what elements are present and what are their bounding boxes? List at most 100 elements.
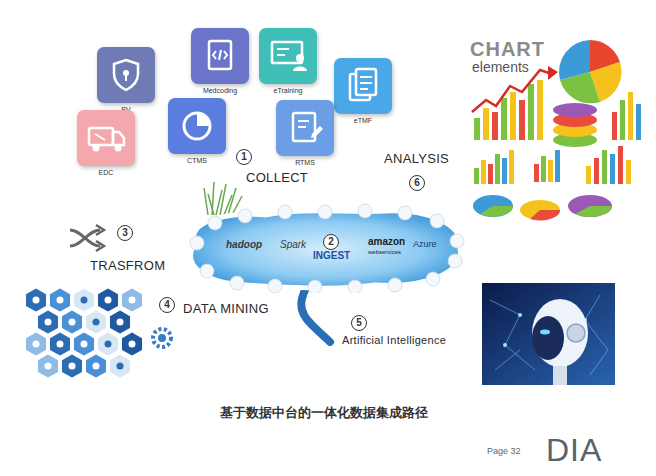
step-label: ANALYSIS bbox=[384, 151, 449, 166]
robot-picture bbox=[482, 283, 615, 385]
shape bbox=[85, 310, 107, 335]
tile-label: eTraining bbox=[259, 87, 317, 94]
tile-icon bbox=[168, 98, 226, 154]
shape bbox=[480, 206, 513, 217]
shape bbox=[509, 150, 514, 184]
shape bbox=[89, 128, 113, 145]
shape bbox=[190, 236, 204, 250]
shape bbox=[224, 51, 227, 59]
shape bbox=[25, 332, 47, 357]
icon bbox=[259, 28, 317, 84]
shape bbox=[430, 214, 444, 228]
app-tile: RTMS bbox=[276, 100, 334, 166]
shape bbox=[109, 354, 131, 379]
shape bbox=[553, 103, 597, 117]
shape bbox=[113, 132, 124, 145]
shape bbox=[45, 363, 52, 370]
tile-icon bbox=[191, 28, 249, 84]
shape bbox=[184, 113, 210, 139]
shape bbox=[96, 241, 104, 251]
callout-number: 2 bbox=[323, 234, 339, 250]
shape bbox=[555, 150, 560, 182]
shape bbox=[618, 146, 623, 184]
tile-icon bbox=[334, 58, 392, 114]
shape bbox=[97, 332, 119, 357]
shape bbox=[540, 330, 550, 335]
shape bbox=[57, 297, 64, 304]
shape bbox=[502, 158, 507, 184]
shape bbox=[628, 92, 633, 140]
shape bbox=[213, 51, 216, 59]
shape bbox=[488, 164, 493, 184]
brand-logo: DIA bbox=[546, 432, 602, 469]
shape bbox=[308, 280, 322, 293]
shape bbox=[388, 278, 402, 292]
callout-number: 4 bbox=[159, 297, 175, 313]
shape bbox=[115, 145, 122, 152]
shape bbox=[311, 126, 323, 138]
shape bbox=[61, 354, 83, 379]
shape bbox=[559, 40, 590, 80]
medical-hexagons bbox=[25, 288, 143, 379]
callout-number: 6 bbox=[409, 175, 425, 191]
tile-icon bbox=[97, 47, 155, 103]
shape bbox=[70, 230, 100, 246]
step-label: Artificial Intelligence bbox=[342, 334, 446, 346]
shape bbox=[548, 66, 558, 80]
logo-text: webservices bbox=[368, 249, 401, 255]
icon bbox=[168, 98, 226, 154]
shuffle-icon bbox=[70, 225, 104, 251]
shape bbox=[70, 230, 100, 246]
shape bbox=[208, 194, 214, 215]
shape bbox=[474, 168, 479, 184]
shape bbox=[481, 160, 486, 184]
callout-number: 3 bbox=[117, 225, 133, 241]
shape bbox=[93, 145, 100, 152]
shape bbox=[532, 316, 564, 360]
tile-icon bbox=[276, 100, 334, 156]
shape bbox=[45, 319, 52, 326]
shape bbox=[209, 41, 231, 69]
shape bbox=[129, 297, 136, 304]
shape bbox=[298, 120, 309, 122]
shape bbox=[114, 60, 138, 90]
shape bbox=[568, 195, 612, 217]
shape bbox=[472, 70, 552, 112]
shape bbox=[620, 100, 625, 140]
shape bbox=[158, 334, 166, 342]
shape bbox=[503, 343, 507, 347]
shape bbox=[204, 188, 208, 215]
shape bbox=[348, 280, 362, 293]
caption: 基于数据中台的一体化数据集成路径 bbox=[220, 404, 428, 422]
grass bbox=[204, 182, 242, 215]
shape bbox=[360, 88, 368, 90]
shape bbox=[117, 363, 124, 370]
shape bbox=[356, 69, 376, 95]
shape bbox=[519, 100, 525, 140]
shape bbox=[537, 80, 543, 140]
logo-text: Azure bbox=[413, 239, 437, 249]
shape bbox=[541, 156, 546, 182]
step-label: TRASFROM bbox=[90, 258, 165, 273]
shape bbox=[125, 74, 127, 81]
tile-icon bbox=[259, 28, 317, 84]
logo-text: Spark bbox=[280, 239, 306, 250]
shape bbox=[277, 48, 289, 50]
lake-title: INGEST bbox=[313, 250, 350, 261]
shape bbox=[586, 166, 591, 184]
shape bbox=[117, 319, 124, 326]
app-tile: PV bbox=[97, 47, 155, 113]
shape bbox=[197, 113, 210, 126]
icon bbox=[276, 100, 334, 156]
shape bbox=[398, 206, 412, 220]
logo-text: amazon bbox=[368, 236, 405, 247]
icon bbox=[191, 28, 249, 84]
shape bbox=[73, 288, 95, 313]
chart-title: CHART bbox=[470, 38, 545, 61]
step-label: DATA MINING bbox=[183, 301, 269, 316]
shape bbox=[495, 154, 500, 184]
icon bbox=[334, 58, 392, 114]
shape bbox=[360, 76, 372, 78]
shape bbox=[360, 82, 372, 84]
shape bbox=[69, 319, 76, 326]
